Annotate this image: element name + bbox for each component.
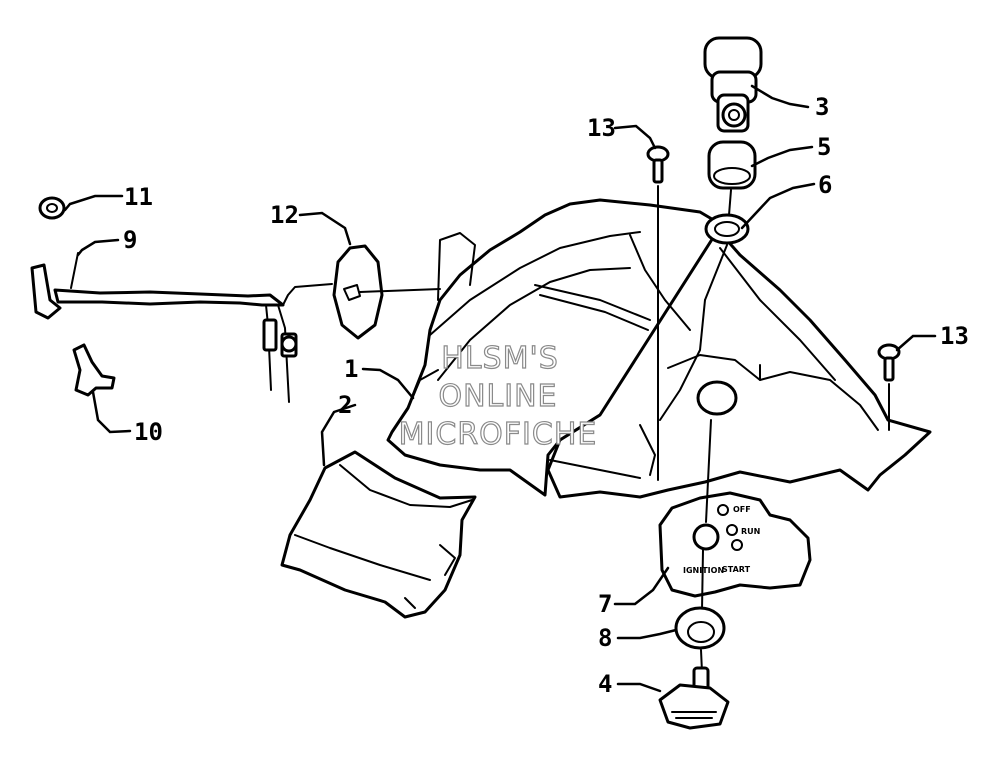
ignition-key [658,666,730,730]
callout-9: 9 [123,226,137,254]
throttle-lever [72,343,116,397]
lock-washer [704,189,750,301]
callout-labels: 11 9 10 12 1 2 13 13 3 5 6 7 8 4 [123,93,969,698]
callout-11: 11 [124,183,153,211]
callout-5: 5 [817,133,831,161]
watermark-line-3: MICROFICHE [399,417,598,452]
watermark: HLSM'S ONLINE MICROFICHE [398,340,598,452]
seal-pad [332,244,441,340]
callout-10: 10 [134,418,163,446]
console-shroud [386,198,932,499]
callout-13-upper: 13 [587,114,616,142]
throttle-cable [30,252,333,403]
decal-start-label: START [722,565,751,574]
screw-right [877,343,901,431]
screw-upper [646,145,670,481]
washer [38,196,66,220]
leader-lines [63,84,937,693]
watermark-line-1: HLSM'S [441,341,559,376]
callout-2: 2 [338,391,352,419]
callout-4: 4 [598,670,612,698]
callout-7: 7 [598,590,612,618]
bezel-ring [674,606,726,673]
callout-3: 3 [815,93,829,121]
callout-8: 8 [598,624,612,652]
ignition-decal: OFF RUN START IGNITION [658,419,812,611]
lower-shroud-panel [280,450,477,619]
watermark-line-2: ONLINE [438,379,557,414]
callout-1: 1 [344,355,358,383]
decal-run-label: RUN [741,527,760,536]
callout-13-right: 13 [940,322,969,350]
switch-nut [707,140,757,190]
ignition-switch [703,36,763,133]
callout-12: 12 [270,201,299,229]
decal-off-label: OFF [733,505,751,514]
callout-6: 6 [818,171,832,199]
